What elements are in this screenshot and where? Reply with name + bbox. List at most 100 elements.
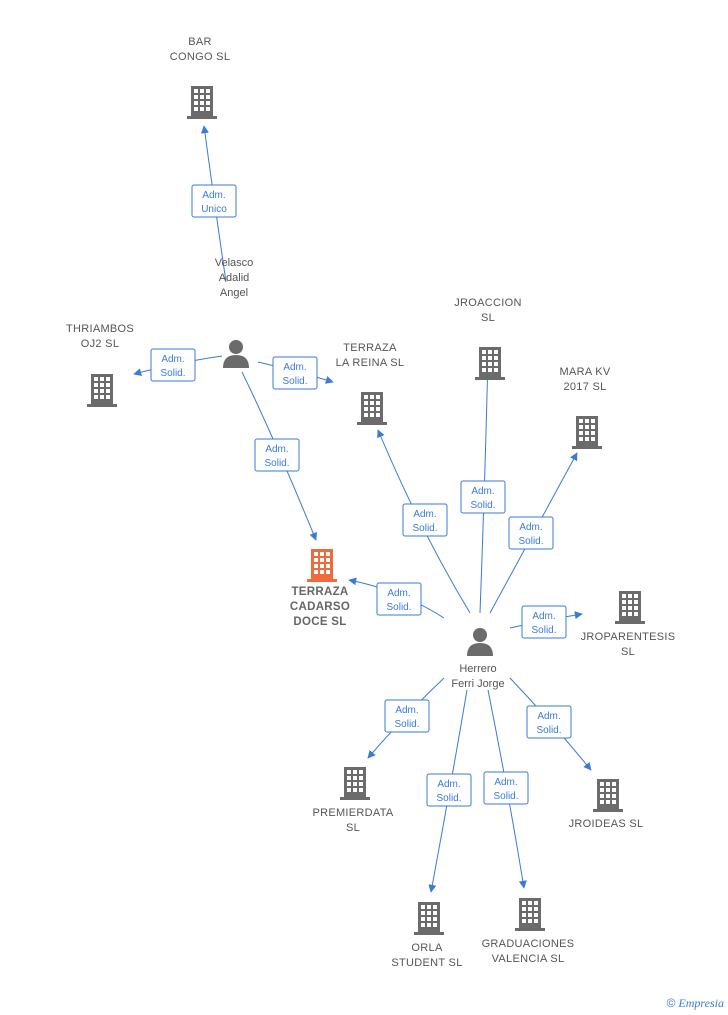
building-icon xyxy=(357,392,387,425)
edge-label-line: Adm. xyxy=(395,705,418,716)
node-label-line: DOCE SL xyxy=(293,616,346,628)
building-icon xyxy=(593,779,623,812)
node-label-line: ORLA xyxy=(411,942,443,954)
edge-label-line: Unico xyxy=(201,204,227,215)
company-node-bar_congo[interactable]: BAR CONGO SL xyxy=(170,36,230,119)
company-node-terraza_reina[interactable]: TERRAZA LA REINA SL xyxy=(336,342,405,425)
edge-label-herrero-graduaciones[interactable]: Adm. Solid. xyxy=(483,771,529,805)
edge-label-box xyxy=(483,771,529,805)
edge-label-herrero-cadarso[interactable]: Adm.Solid. xyxy=(376,582,422,616)
building-icon xyxy=(475,347,505,380)
node-label-line: MARA KV xyxy=(559,366,610,378)
copyright-symbol: © xyxy=(666,996,676,1010)
node-label-line: SL xyxy=(621,646,635,658)
building-icon xyxy=(340,767,370,800)
building-icon xyxy=(515,898,545,931)
node-label-line: TERRAZA xyxy=(291,586,348,598)
edge-label-line: Solid. xyxy=(160,368,185,379)
edge-label-line: Adm. xyxy=(494,777,517,788)
edge-label-herrero-jroideas[interactable]: Adm. Solid. xyxy=(526,705,572,739)
building-icon xyxy=(87,374,117,407)
edge-label-line: Adm. xyxy=(265,444,288,455)
node-label-line: JROIDEAS SL xyxy=(569,818,644,830)
edge-label-box xyxy=(272,356,318,390)
edge-label-velasco-terraza_reina[interactable]: Adm. Solid. xyxy=(272,356,318,390)
node-label-line: SL xyxy=(346,822,360,834)
company-node-jroideas[interactable]: JROIDEAS SL xyxy=(569,779,644,830)
node-label-line: THRIAMBOS xyxy=(66,323,134,335)
company-node-mara[interactable]: MARA KV 2017 SL xyxy=(559,366,611,449)
edge-label-herrero-premierdata[interactable]: Adm.Solid. xyxy=(384,699,430,733)
edge-label-line: Adm. xyxy=(471,486,494,497)
brand-name: mpresia xyxy=(685,996,724,1010)
company-node-premierdata[interactable]: PREMIERDATA SL xyxy=(312,767,394,834)
node-label-line: Adalid xyxy=(219,272,250,284)
edge-label-box xyxy=(521,605,567,639)
edge-label-herrero-terraza_reina[interactable]: Adm.Solid. xyxy=(402,503,448,537)
edge-label-herrero-mara[interactable]: Adm. Solid. xyxy=(508,516,554,550)
edge-label-line: Adm. xyxy=(283,362,306,373)
edge-label-box xyxy=(402,503,448,537)
company-node-thriambos[interactable]: THRIAMBOS OJ2 SL xyxy=(66,323,134,407)
edge-label-line: Solid. xyxy=(536,725,561,736)
edge-label-line: Adm. xyxy=(519,522,542,533)
company-node-graduaciones[interactable]: GRADUACIONES VALENCIA SL xyxy=(482,898,575,965)
edge-label-line: Adm. xyxy=(202,190,225,201)
edge-label-herrero-orla[interactable]: Adm.Solid. xyxy=(426,773,472,807)
node-label-line: SL xyxy=(481,312,495,324)
edge-label-box xyxy=(191,184,237,218)
edge-label-line: Adm. xyxy=(437,779,460,790)
building-icon xyxy=(307,549,337,582)
node-label-line: BAR xyxy=(188,36,212,48)
edge-label-herrero-jroparentesis[interactable]: Adm.Solid. xyxy=(521,605,567,639)
edges-layer: Adm.UnicoAdm.Solid.Adm.Solid.Adm.Solid.A… xyxy=(133,125,592,893)
building-icon xyxy=(414,902,444,935)
edge-label-line: Solid. xyxy=(386,602,411,613)
edge-label-box xyxy=(460,480,506,514)
edge-label-box xyxy=(508,516,554,550)
nodes-layer: BAR CONGO SL THRIAMBOS OJ2 SL TERRAZA LA REIN… xyxy=(66,36,675,969)
node-label-line: PREMIERDATA xyxy=(312,807,393,819)
node-label-line: 2017 SL xyxy=(563,381,606,393)
node-label-line: GRADUACIONES xyxy=(482,938,575,950)
node-label-line: CONGO SL xyxy=(170,51,230,63)
node-label-line: Angel xyxy=(220,287,248,299)
edge-label-line: Solid. xyxy=(518,536,543,547)
building-icon xyxy=(572,416,602,449)
edge-label-velasco-thriambos[interactable]: Adm. Solid. xyxy=(150,348,196,382)
edge-label-line: Solid. xyxy=(282,376,307,387)
edge-label-line: Adm. xyxy=(161,354,184,365)
node-label-line: VALENCIA SL xyxy=(492,953,565,965)
edge-label-box xyxy=(150,348,196,382)
node-label-line: OJ2 SL xyxy=(81,338,120,350)
node-label-line: Velasco xyxy=(215,257,254,269)
edge-label-line: Adm. xyxy=(537,711,560,722)
edge-label-line: Solid. xyxy=(493,791,518,802)
company-node-cadarso[interactable]: TERRAZA CADARSO DOCE SL xyxy=(290,549,350,628)
edge-label-box xyxy=(254,438,300,472)
person-icon xyxy=(223,340,249,368)
edge-label-line: Solid. xyxy=(531,625,556,636)
node-label-line: Ferri Jorge xyxy=(451,678,504,690)
empresia-logo: © Empresia xyxy=(667,996,724,1011)
node-label-line: TERRAZA xyxy=(343,342,397,354)
edge-label-velasco-bar_congo[interactable]: Adm. Unico xyxy=(191,184,237,218)
edge-label-box xyxy=(526,705,572,739)
edge-label-herrero-jroaccion[interactable]: Adm. Solid. xyxy=(460,480,506,514)
edge-label-line: Solid. xyxy=(470,500,495,511)
building-icon xyxy=(187,86,217,119)
edge-label-box xyxy=(426,773,472,807)
person-icon xyxy=(467,628,493,656)
node-label-line: Herrero xyxy=(459,663,496,675)
edge-label-velasco-cadarso[interactable]: Adm.Solid. xyxy=(254,438,300,472)
node-label-line: CADARSO xyxy=(290,601,350,613)
node-label-line: LA REINA SL xyxy=(336,357,405,369)
edge-label-box xyxy=(376,582,422,616)
edge-label-line: Solid. xyxy=(412,523,437,534)
